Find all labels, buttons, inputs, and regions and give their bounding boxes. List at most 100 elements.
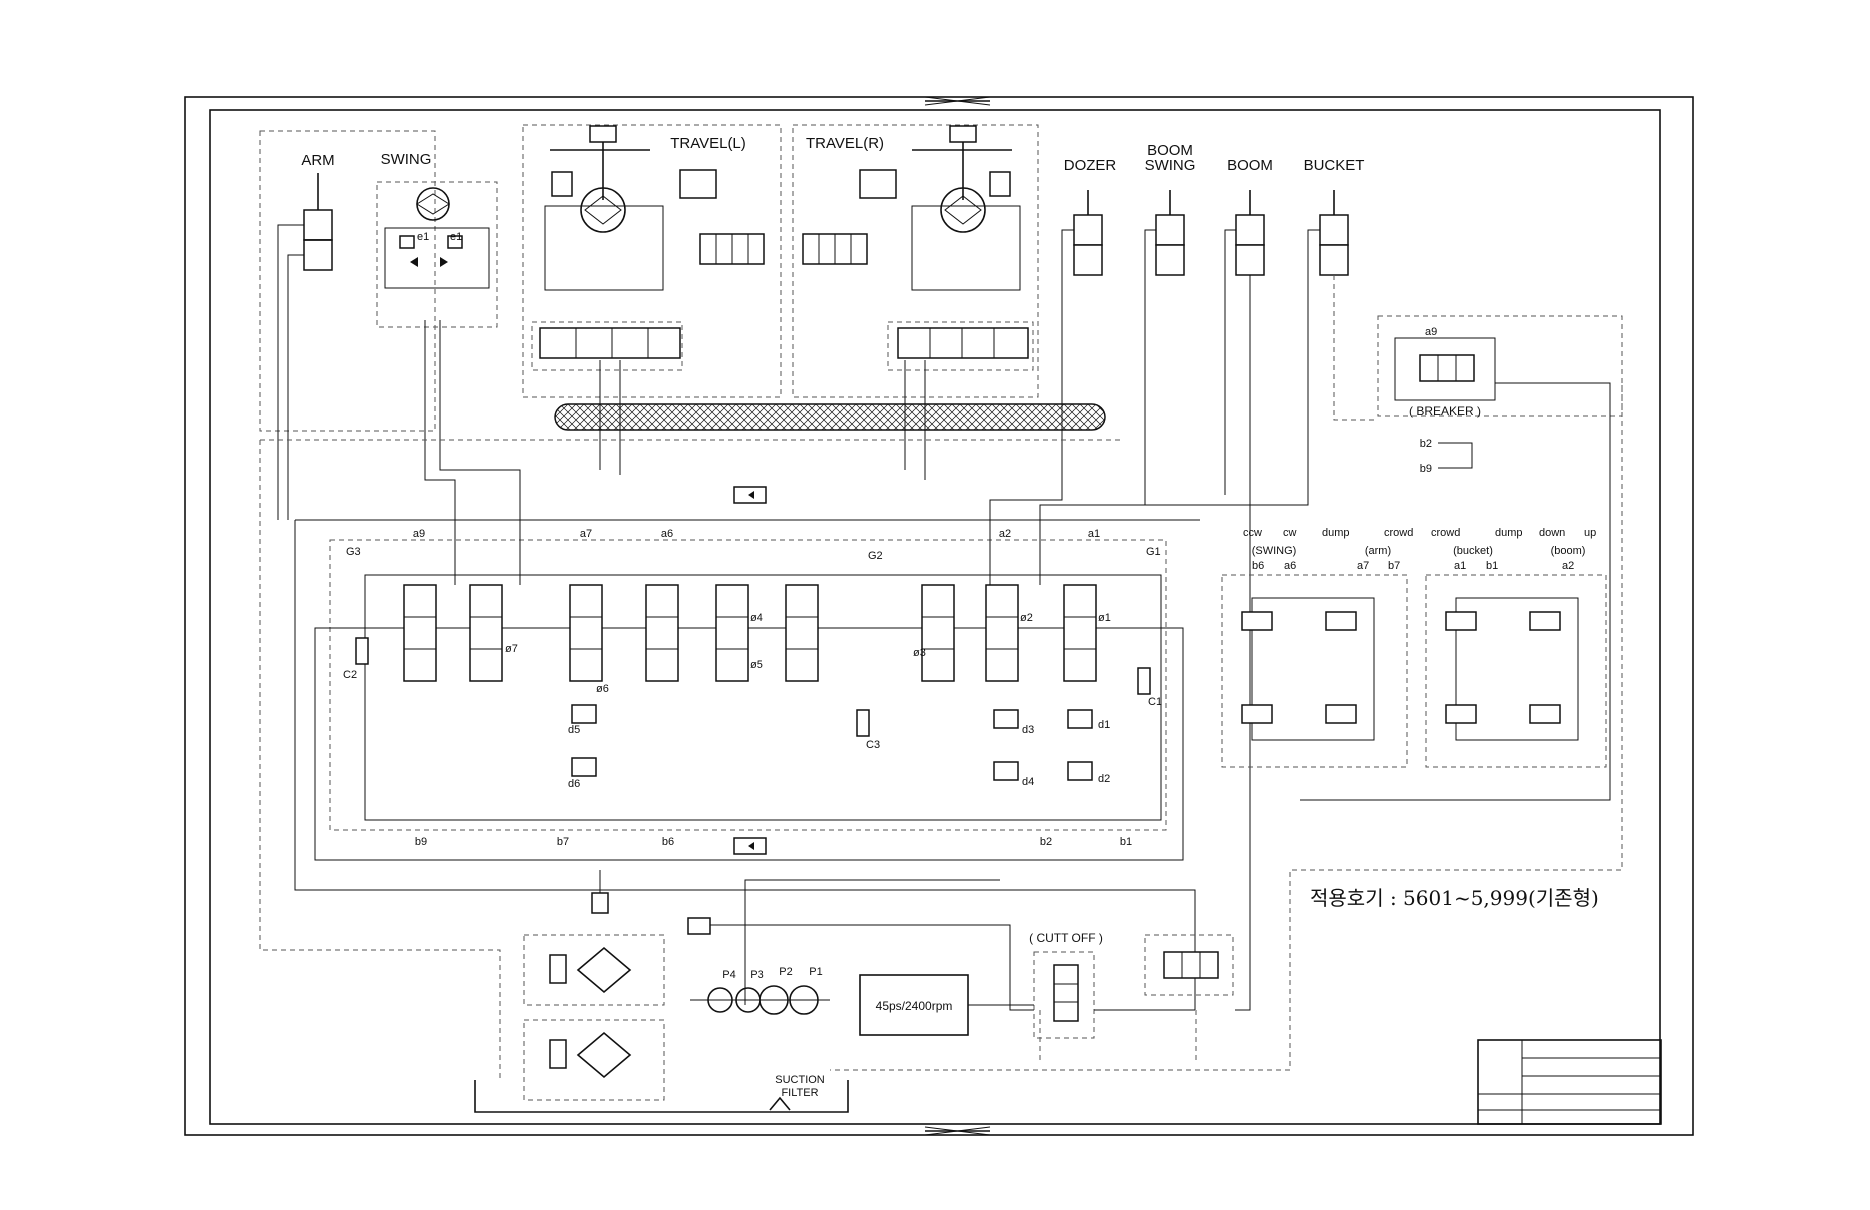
port-a7: a7 bbox=[580, 528, 592, 540]
joystick-left-dir1: ccw bbox=[1243, 527, 1262, 539]
dozer-cylinder bbox=[1073, 190, 1103, 276]
bucket-cylinder bbox=[1319, 190, 1349, 276]
valve-d2: d2 bbox=[1098, 773, 1110, 785]
bucket-label: BUCKET bbox=[1304, 157, 1365, 174]
breaker-port-link bbox=[1438, 442, 1473, 469]
port-a2: a2 bbox=[999, 528, 1011, 540]
valve-o1: ø1 bbox=[1098, 612, 1111, 624]
travel-right-block bbox=[792, 124, 1039, 398]
breaker-port-a9: a9 bbox=[1425, 326, 1437, 338]
cut-off-valve bbox=[1033, 951, 1095, 1039]
joystick-right-valve bbox=[1425, 574, 1607, 768]
hydraulic-lines bbox=[259, 224, 1623, 1080]
boom-swing-label-2: SWING bbox=[1145, 157, 1196, 174]
boom-swing-label-1: BOOM bbox=[1147, 142, 1193, 159]
valve-d4: d4 bbox=[1022, 776, 1034, 788]
joystick-left-dir2: dump bbox=[1322, 527, 1350, 539]
boom-cylinder bbox=[1235, 190, 1265, 276]
travel-right-label: TRAVEL(R) bbox=[806, 135, 884, 152]
joystick-right-port-a1: a1 bbox=[1454, 560, 1466, 572]
center-mark-bottom bbox=[924, 1126, 991, 1136]
dozer-label: DOZER bbox=[1064, 157, 1117, 174]
valve-c1: C1 bbox=[1148, 696, 1162, 708]
joystick-left-dir1b: cw bbox=[1283, 527, 1297, 539]
valve-d6: d6 bbox=[568, 778, 580, 790]
joystick-right-dir1b: dump bbox=[1495, 527, 1523, 539]
hydraulic-tank bbox=[474, 1080, 849, 1113]
port-b1: b1 bbox=[1120, 836, 1132, 848]
pilot-relief-valve bbox=[687, 917, 711, 935]
breaker-label: ( BREAKER ) bbox=[1409, 404, 1481, 418]
group-g2: G2 bbox=[868, 550, 883, 562]
breaker-port-b9: b9 bbox=[1420, 463, 1432, 475]
valve-d5: d5 bbox=[568, 724, 580, 736]
joystick-left-port-b6: b6 bbox=[1252, 560, 1264, 572]
pump-p2: P2 bbox=[779, 966, 792, 978]
valve-d1: d1 bbox=[1098, 719, 1110, 731]
valve-c2: C2 bbox=[343, 669, 357, 681]
joystick-right-dir2b: up bbox=[1584, 527, 1596, 539]
return-filter-upper bbox=[523, 934, 665, 1006]
joystick-left-port-a7: a7 bbox=[1357, 560, 1369, 572]
port-b7: b7 bbox=[557, 836, 569, 848]
joystick-left-port-b7: b7 bbox=[1388, 560, 1400, 572]
valve-o2: ø2 bbox=[1020, 612, 1033, 624]
valve-d3: d3 bbox=[1022, 724, 1034, 736]
joystick-right-port-a2: a2 bbox=[1562, 560, 1574, 572]
joystick-left-dir2b: crowd bbox=[1384, 527, 1413, 539]
cut-off-label: ( CUTT OFF ) bbox=[1029, 931, 1103, 945]
return-filter-lower bbox=[523, 1019, 665, 1101]
breaker-block bbox=[1377, 315, 1623, 417]
joystick-right-func1: (bucket) bbox=[1453, 545, 1493, 557]
selector-valve bbox=[1144, 934, 1234, 996]
swing-label: SWING bbox=[381, 151, 432, 168]
port-a9: a9 bbox=[413, 528, 425, 540]
arm-label: ARM bbox=[301, 152, 334, 169]
port-b2: b2 bbox=[1040, 836, 1052, 848]
boom-label: BOOM bbox=[1227, 157, 1273, 174]
motor-port-e1-right: e1 bbox=[450, 231, 462, 243]
joystick-left-valve bbox=[1221, 574, 1408, 768]
suction-filter-label-2: FILTER bbox=[781, 1087, 818, 1099]
valve-c3: C3 bbox=[866, 739, 880, 751]
main-control-valve-body bbox=[314, 539, 1184, 861]
group-g3: G3 bbox=[346, 546, 361, 558]
spool-sections bbox=[403, 584, 1097, 682]
travel-left-block bbox=[522, 124, 782, 398]
pumps bbox=[690, 985, 830, 1015]
group-g1: G1 bbox=[1146, 546, 1161, 558]
valve-o3: ø3 bbox=[913, 647, 926, 659]
joystick-left-func2: (arm) bbox=[1365, 545, 1391, 557]
pump-p3: P3 bbox=[750, 969, 763, 981]
joystick-right-dir1: crowd bbox=[1431, 527, 1460, 539]
port-a6: a6 bbox=[661, 528, 673, 540]
engine-rating: 45ps/2400rpm bbox=[876, 999, 953, 1013]
joystick-right-func2: (boom) bbox=[1551, 545, 1586, 557]
title-block bbox=[1477, 1039, 1662, 1125]
applicable-models-note: 적용호기 : 5601~5,999(기존형) bbox=[1310, 886, 1599, 910]
valve-o5: ø5 bbox=[750, 659, 763, 671]
pump-p1: P1 bbox=[809, 966, 822, 978]
port-b9: b9 bbox=[415, 836, 427, 848]
valve-o7: ø7 bbox=[505, 643, 518, 655]
outer-frame bbox=[184, 96, 1694, 1136]
arm-cylinder bbox=[303, 173, 333, 271]
boom-swing-cylinder bbox=[1155, 190, 1185, 276]
breaker-port-b2: b2 bbox=[1420, 438, 1432, 450]
arm-swing-dashed-group bbox=[259, 130, 436, 432]
bypass-check-valve bbox=[591, 892, 609, 914]
motor-port-e1-left: e1 bbox=[417, 231, 429, 243]
travel-left-label: TRAVEL(L) bbox=[670, 135, 746, 152]
port-b6: b6 bbox=[662, 836, 674, 848]
center-mark-top bbox=[924, 96, 991, 106]
pilot-line bbox=[710, 924, 1034, 1011]
swing-motor-block bbox=[376, 181, 498, 328]
suction-filter-label-1: SUCTION bbox=[775, 1074, 825, 1086]
center-swivel-joint bbox=[554, 403, 1106, 431]
valve-o6: ø6 bbox=[596, 683, 609, 695]
joystick-left-func1: (SWING) bbox=[1252, 545, 1297, 557]
joystick-left-port-a6: a6 bbox=[1284, 560, 1296, 572]
port-a1: a1 bbox=[1088, 528, 1100, 540]
inner-frame bbox=[209, 109, 1661, 1125]
